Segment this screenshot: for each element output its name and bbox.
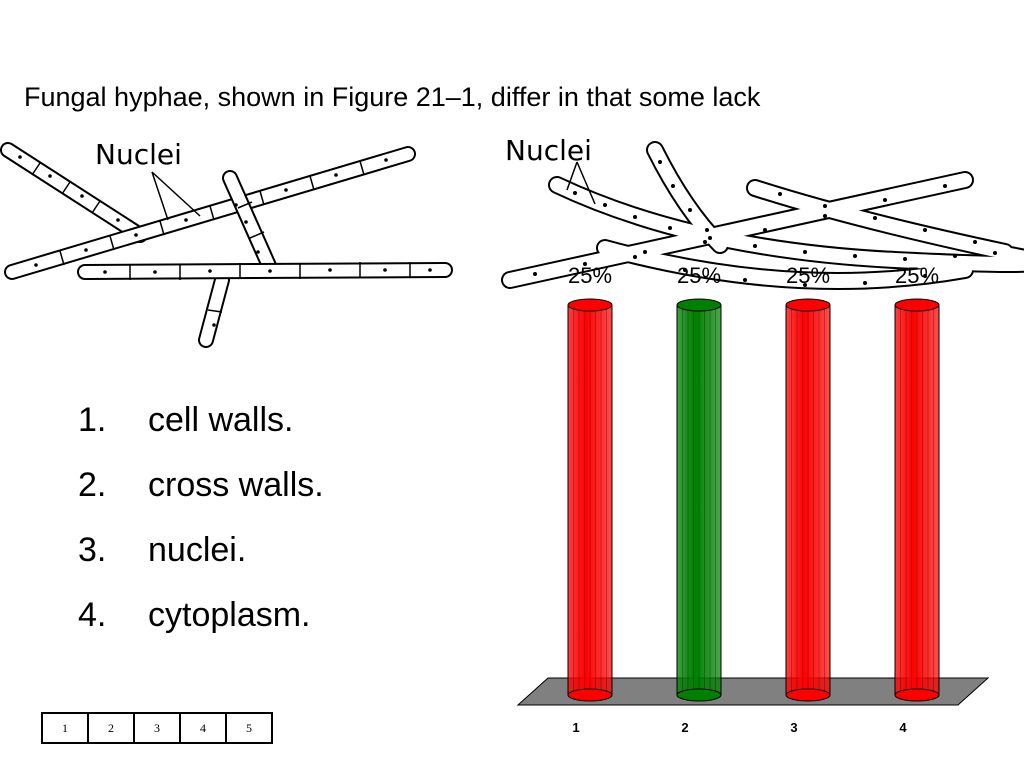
keypad-key-2[interactable]: 2 [87,712,135,744]
answer-option-4[interactable]: 4. cytoplasm. [78,595,324,660]
septate-hyphae-illustration: Nuclei [0,138,453,348]
x-tick-label: 1 [572,720,579,735]
bar-value-label: 25% [786,263,830,288]
answer-list: 1. cell walls. 2. cross walls. 3. nuclei. 4… [78,400,324,660]
nuclei-label-right: Nuclei [505,134,592,167]
answer-text: cell walls. [148,401,294,439]
bar-top-cap [676,298,722,312]
nuclei-label-left: Nuclei [95,138,182,171]
bar-value-label: 25% [677,263,721,288]
coenocytic-hyphae-illustration: Nuclei [501,134,1024,290]
answer-number: 1. [78,401,107,439]
bar-base-cap [785,688,831,702]
bar-top-cap [785,298,831,312]
bar-base-cap [676,688,722,702]
keypad-key-5[interactable]: 5 [225,712,273,744]
bar-2 [676,304,722,696]
bar-base-cap [567,688,613,702]
keypad-key-4[interactable]: 4 [179,712,227,744]
answer-number: 2. [78,466,107,504]
answer-option-3[interactable]: 3. nuclei. [78,530,324,595]
bar-top-cap [894,298,940,312]
response-bar-chart: 25% 1 25% 2 25% 3 25% 4 [516,263,990,735]
bar-value-label: 25% [895,263,939,288]
bar-1 [567,304,613,696]
answer-number: 4. [78,596,107,634]
keypad-key-1[interactable]: 1 [41,712,89,744]
answer-number: 3. [78,531,107,569]
chart-floor [516,677,990,706]
response-keypad: 1 2 3 4 5 [41,712,273,744]
answer-option-1[interactable]: 1. cell walls. [78,400,324,465]
bar-base-cap [894,688,940,702]
x-tick-label: 4 [899,720,907,735]
x-tick-label: 3 [790,720,797,735]
question-text: Fungal hyphae, shown in Figure 21–1, dif… [24,82,761,112]
answer-text: cytoplasm. [148,596,311,634]
bar-top-cap [567,298,613,312]
answer-text: cross walls. [148,466,324,504]
answer-text: nuclei. [148,531,247,569]
bar-value-label: 25% [568,263,612,288]
x-tick-label: 2 [681,720,688,735]
keypad-key-3[interactable]: 3 [133,712,181,744]
answer-option-2[interactable]: 2. cross walls. [78,465,324,530]
